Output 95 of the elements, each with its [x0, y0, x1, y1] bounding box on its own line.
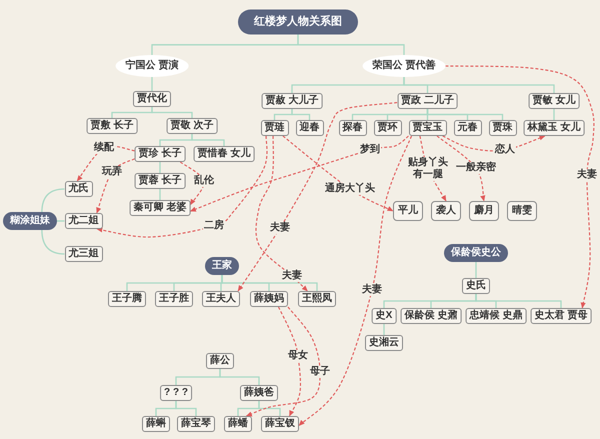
- edge-label: 夫妻: [576, 169, 598, 181]
- name-box: 贾政 二儿子: [397, 93, 458, 109]
- edge-label: 母女: [287, 350, 309, 362]
- name-box: 贾敬 次子: [166, 118, 218, 134]
- name-box: 麝月: [469, 201, 499, 221]
- edge-label: 二房: [203, 220, 225, 232]
- connector-line: [219, 369, 260, 385]
- ancestor-oval: 宁国公 贾演: [116, 55, 188, 77]
- name-box: 贾珠: [488, 120, 516, 136]
- edge-label: 乱伦: [193, 175, 215, 187]
- name-box: 保龄侯 史鼐: [400, 308, 462, 324]
- connector-line: [41, 230, 65, 255]
- connector-line: [475, 294, 562, 308]
- edge-label: 梦到: [359, 144, 381, 156]
- name-box: 贾敏 女儿: [528, 93, 580, 109]
- name-box: 王夫人: [202, 291, 240, 307]
- edge-label: 贴身丫头有一腿: [406, 157, 450, 181]
- name-box: 薛宝钗: [261, 416, 299, 432]
- name-box: 贾珍 长子: [134, 146, 186, 162]
- name-box: 薛姨妈: [250, 291, 288, 307]
- dashed-arrow: [96, 136, 268, 238]
- name-box: 尤氏: [64, 181, 92, 197]
- name-box: 史太君 贾母: [530, 308, 592, 324]
- edge-label: 夫妻: [281, 270, 303, 282]
- name-box: 王子腾: [108, 291, 146, 307]
- family-pill: 保龄侯史公: [444, 244, 508, 262]
- dashed-arrow: [442, 135, 546, 152]
- dashed-arrow: [190, 136, 409, 212]
- connector-line: [553, 109, 555, 120]
- dashed-arrow: [445, 65, 594, 308]
- name-box: 平儿: [393, 201, 423, 221]
- connector-line: [159, 162, 161, 173]
- name-box: 林黛玉 女儿: [524, 120, 584, 136]
- name-box: ? ? ?: [160, 385, 192, 401]
- name-box: 贾宝玉: [408, 120, 446, 136]
- name-box: 王熙凤: [298, 291, 336, 307]
- name-box: 史湘云: [365, 335, 403, 351]
- connector-line: [291, 109, 310, 120]
- edge-label: 通房大丫头: [324, 183, 376, 195]
- name-box: 秦可卿 老婆: [130, 200, 190, 216]
- connector-line: [151, 107, 193, 118]
- name-box: 薛蝌: [142, 416, 170, 432]
- connector-line: [175, 401, 197, 416]
- name-box: 贾环: [374, 120, 402, 136]
- dashed-arrow: [436, 136, 486, 202]
- connector-line: [41, 188, 65, 212]
- name-box: 尤三姐: [64, 246, 102, 262]
- name-box: 忠靖候 史鼎: [466, 308, 526, 324]
- edge-label: 玩弄: [101, 166, 123, 178]
- connector-line: [151, 77, 153, 91]
- edge-label: 一般亲密: [455, 162, 497, 174]
- name-box: 贾代化: [133, 91, 171, 107]
- name-box: 薛蟠: [224, 416, 252, 432]
- dashed-arrow: [298, 136, 412, 426]
- dashed-arrow: [278, 306, 301, 416]
- name-box: 薛宝琴: [177, 416, 215, 432]
- name-box: 迎春: [296, 120, 324, 136]
- name-box: 探春: [338, 120, 366, 136]
- family-pill: 糊涂姐妹: [3, 212, 57, 230]
- connector-line: [159, 189, 161, 200]
- edge-label: 母子: [309, 366, 331, 378]
- name-box: 薛公: [206, 353, 234, 369]
- edge-label: 续配: [93, 142, 115, 154]
- name-box: 史氏: [462, 278, 490, 294]
- name-box: 尤二姐: [64, 213, 102, 229]
- connector-line: [383, 324, 385, 335]
- name-box: 王子胜: [155, 291, 193, 307]
- name-box: 贾琏: [260, 120, 288, 136]
- name-box: 贾敷 长子: [86, 118, 138, 134]
- name-box: 薛姨爸: [240, 385, 278, 401]
- dashed-arrow: [282, 136, 394, 212]
- connector-line: [191, 134, 225, 146]
- name-box: 晴雯: [507, 201, 537, 221]
- edge-label: 夫妻: [269, 222, 291, 234]
- connector-line: [475, 262, 477, 278]
- dashed-arrow: [246, 306, 321, 416]
- name-box: 元春: [454, 120, 482, 136]
- dashed-arrow: [96, 158, 135, 214]
- name-box: 贾赦 大儿子: [262, 93, 322, 109]
- ancestor-oval: 荣国公 贾代善: [362, 55, 446, 77]
- dashed-arrow: [238, 102, 398, 292]
- name-box: 贾惜春 女儿: [194, 146, 254, 162]
- title-banner: 红楼梦人物关系图: [238, 10, 358, 34]
- connector-line: [297, 34, 405, 55]
- name-box: 袭人: [431, 201, 461, 221]
- name-box: 贾蓉 长子: [134, 173, 186, 189]
- family-pill: 王家: [205, 257, 239, 275]
- connector-line: [258, 401, 281, 416]
- dashed-arrow: [255, 136, 308, 292]
- dashed-arrow: [180, 162, 205, 206]
- connector-line: [403, 77, 555, 93]
- edge-label: 夫妻: [361, 284, 383, 296]
- name-box: 史X: [372, 308, 396, 324]
- edge-label: 恋人: [494, 144, 516, 156]
- connector-line: [221, 275, 318, 291]
